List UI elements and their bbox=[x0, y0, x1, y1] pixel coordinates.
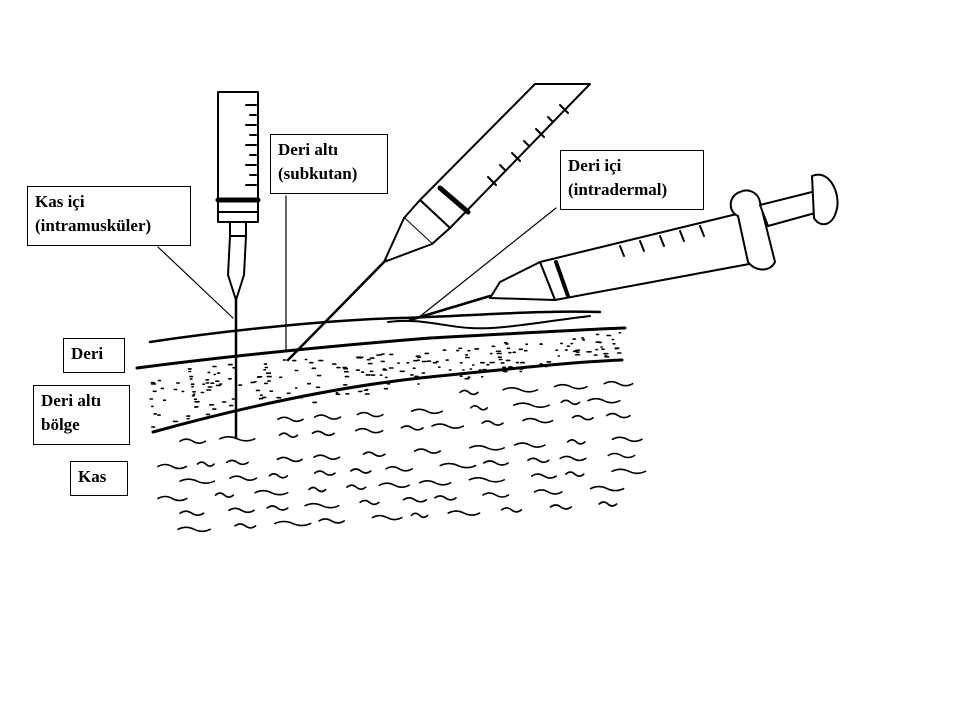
leader-intramuscular bbox=[157, 246, 234, 319]
label-intradermal: Deri içi (intradermal) bbox=[560, 150, 704, 210]
skin-layer bbox=[135, 310, 627, 370]
subcutaneous-syringe bbox=[286, 83, 591, 362]
label-subcutaneous: Deri altı (subkutan) bbox=[270, 134, 388, 194]
label-intramuscular: Kas içi (intramusküler) bbox=[27, 186, 191, 246]
intramuscular-syringe bbox=[215, 91, 261, 440]
subcutaneous-fat-texture bbox=[149, 331, 622, 428]
muscle-texture bbox=[157, 380, 647, 533]
subcutaneous-boundary bbox=[151, 358, 624, 434]
intradermal-syringe bbox=[387, 173, 839, 330]
label-muscle: Kas bbox=[70, 461, 128, 496]
leader-intradermal bbox=[417, 207, 557, 319]
label-subcutaneous-region: Deri altı bölge bbox=[33, 385, 130, 445]
label-skin: Deri bbox=[63, 338, 125, 373]
